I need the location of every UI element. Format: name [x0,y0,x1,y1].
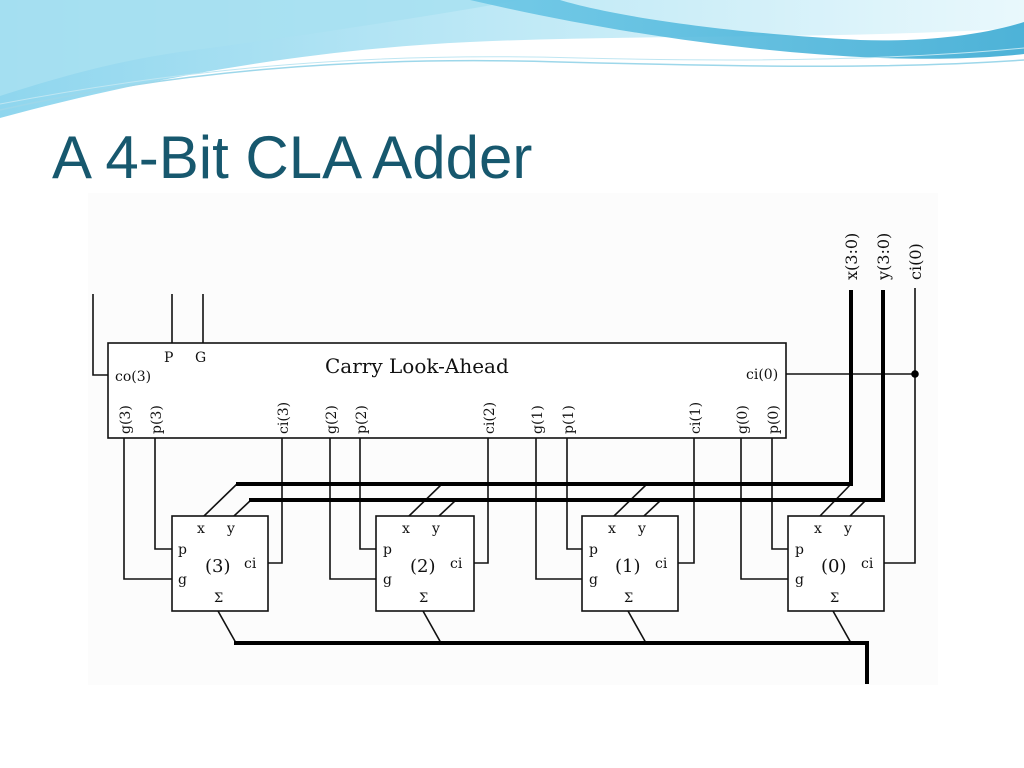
s2-tap [422,610,442,644]
pin-y: y [637,521,646,537]
co3-wire [92,294,108,376]
bit-block-1: x y p g ci Σ (1) [581,515,679,612]
pin-sum: Σ [624,591,633,606]
pin-y: y [843,521,852,537]
pin-ci: ci [861,556,874,572]
s0-tap [832,610,852,644]
slide-title: A 4-Bit CLA Adder [52,124,533,191]
port-g3: g(3) [118,405,134,434]
s1-tap [627,610,647,644]
port-g0: g(0) [735,405,751,434]
g0-wire [740,438,788,580]
y0-tap [849,499,867,517]
pin-y: y [431,521,440,537]
pin-sum: Σ [214,591,223,606]
ci1-wire [678,438,695,564]
bit-block-label: (0) [821,556,847,577]
pin-x: x [402,521,410,537]
pin-ci: ci [450,556,463,572]
cla-P-label: P [164,350,173,366]
pin-p: p [589,542,598,558]
g2-wire [329,438,376,580]
p3-wire [154,438,172,550]
cla-label: Carry Look-Ahead [325,354,509,378]
ci0-junction-dot [911,370,919,378]
pin-g: g [178,572,187,588]
s3-tap [217,610,237,644]
y3-tap [233,499,252,517]
p1-wire [566,438,582,550]
g1-wire [535,438,582,580]
port-ci3: ci(3) [276,402,292,434]
p0-wire [771,438,788,550]
port-p2: p(2) [354,405,370,434]
input-y-label: y(3:0) [874,233,893,281]
pin-sum: Σ [419,591,428,606]
port-p3: p(3) [149,405,165,434]
pin-x: x [608,521,616,537]
cla-G-label: G [195,350,206,366]
pin-g: g [383,572,392,588]
bit-block-label: (1) [615,556,641,577]
input-ci-label: ci(0) [906,243,925,280]
ci0-input-wire [877,288,916,564]
pin-sum: Σ [830,591,839,606]
port-p1: p(1) [561,405,577,434]
pin-g: g [589,572,598,588]
header-swoosh-decoration [0,0,1024,118]
port-ci2: ci(2) [482,402,498,434]
pin-x: x [197,521,205,537]
bit-block-label: (2) [410,556,436,577]
pin-g: g [795,572,804,588]
x-bus [236,290,853,486]
cla-ci0-label: ci(0) [746,367,778,383]
input-x-label: x(3:0) [842,233,861,280]
y2-tap [438,499,457,517]
port-g1: g(1) [530,405,546,434]
pin-p: p [795,542,804,558]
pin-y: y [226,521,235,537]
ci3-wire [268,438,283,564]
p2-wire [359,438,376,550]
port-g2: g(2) [324,405,340,434]
port-p0: p(0) [766,405,782,434]
pin-x: x [814,521,822,537]
bit-block-label: (3) [205,556,231,577]
y-bus [249,290,885,502]
port-ci1: ci(1) [688,402,704,434]
pin-p: p [178,542,187,558]
sum-bus [234,641,869,684]
bit-block-2: x y p g ci Σ (2) [375,515,475,612]
g3-wire [123,438,172,580]
pin-p: p [383,542,392,558]
x3-tap [203,482,239,517]
pin-ci: ci [244,556,257,572]
bit-block-0: x y p g ci Σ (0) [787,515,885,612]
ci2-wire [474,438,489,564]
y1-tap [643,499,662,517]
pin-ci: ci [655,556,668,572]
carry-look-ahead-block [107,342,787,439]
cla-co3-label: co(3) [115,369,151,385]
bit-block-3: x y p g ci Σ (3) [171,515,269,612]
